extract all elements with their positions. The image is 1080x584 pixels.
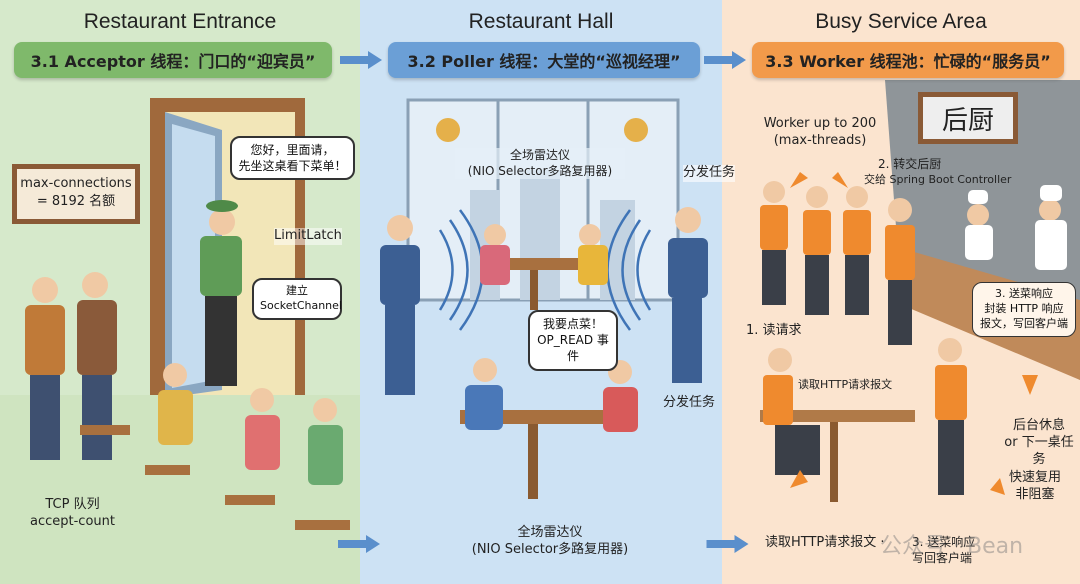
arrow-right-icon bbox=[338, 535, 380, 553]
bottom-response-label: 3. 送菜响应 写回客户端 bbox=[912, 535, 976, 565]
read-request-label: 1. 读请求 bbox=[746, 323, 802, 338]
arrow-right-icon bbox=[340, 51, 382, 69]
bottom-read-label: 读取HTTP请求报文 · bbox=[765, 535, 885, 550]
radar-label-bottom: 全场雷达仪 (NIO Selector多路复用器) bbox=[471, 525, 629, 557]
reuse-label: 快速复用 非阻塞 bbox=[1008, 470, 1061, 502]
people bbox=[25, 181, 1067, 530]
read-http-label: 读取HTTP请求报文 bbox=[798, 378, 893, 391]
handoff-subtitle: 交给 Spring Boot Controller bbox=[864, 173, 1012, 186]
poller-label: 3.2 Poller 线程：大堂的“巡视经理” bbox=[388, 42, 700, 78]
arrow-right-icon bbox=[706, 535, 749, 553]
order-bubble: 我要点菜！ OP_READ 事件 bbox=[528, 310, 618, 371]
kitchen-sign: 后厨 bbox=[918, 92, 1018, 144]
section-title: Restaurant Hall bbox=[468, 10, 614, 33]
radar-label: 全场雷达仪 (NIO Selector多路复用器) bbox=[455, 148, 625, 180]
dispatch-label-bottom: 分发任务 bbox=[663, 395, 716, 410]
worker-label: 3.3 Worker 线程池：忙碌的“服务员” bbox=[752, 42, 1064, 78]
lamp bbox=[624, 118, 648, 142]
response-bubble: 3. 送菜响应 封装 HTTP 响应 报文，写回客户端 bbox=[972, 282, 1076, 337]
watermark: 公众号 · Bean bbox=[880, 534, 1024, 559]
arrow-right-icon bbox=[704, 51, 746, 69]
greeting-bubble: 您好，里面请， 先坐这桌看下菜单！ bbox=[230, 136, 355, 181]
rest-label: 后台休息 or 下一桌任务 bbox=[1004, 418, 1074, 467]
acceptor-label: 3.1 Acceptor 线程：门口的“迎宾员” bbox=[14, 42, 332, 78]
lamp bbox=[436, 118, 460, 142]
max-connections-sign: max-connections = 8192 名额 bbox=[12, 164, 140, 224]
limit-latch-label: LimitLatch bbox=[274, 228, 342, 245]
section-title: Restaurant Entrance bbox=[83, 10, 277, 33]
worker-count-label: Worker up to 200 (max-threads) bbox=[763, 116, 877, 148]
tcp-queue-label: TCP 队列 accept-count bbox=[30, 497, 115, 529]
section-title: Busy Service Area bbox=[815, 10, 987, 33]
socket-channel-bubble: 建立 SocketChannel bbox=[252, 278, 342, 320]
handoff-title: 2. 转交后厨 bbox=[878, 157, 942, 171]
table bbox=[760, 410, 915, 422]
dispatch-label: 分发任务 bbox=[683, 165, 736, 182]
